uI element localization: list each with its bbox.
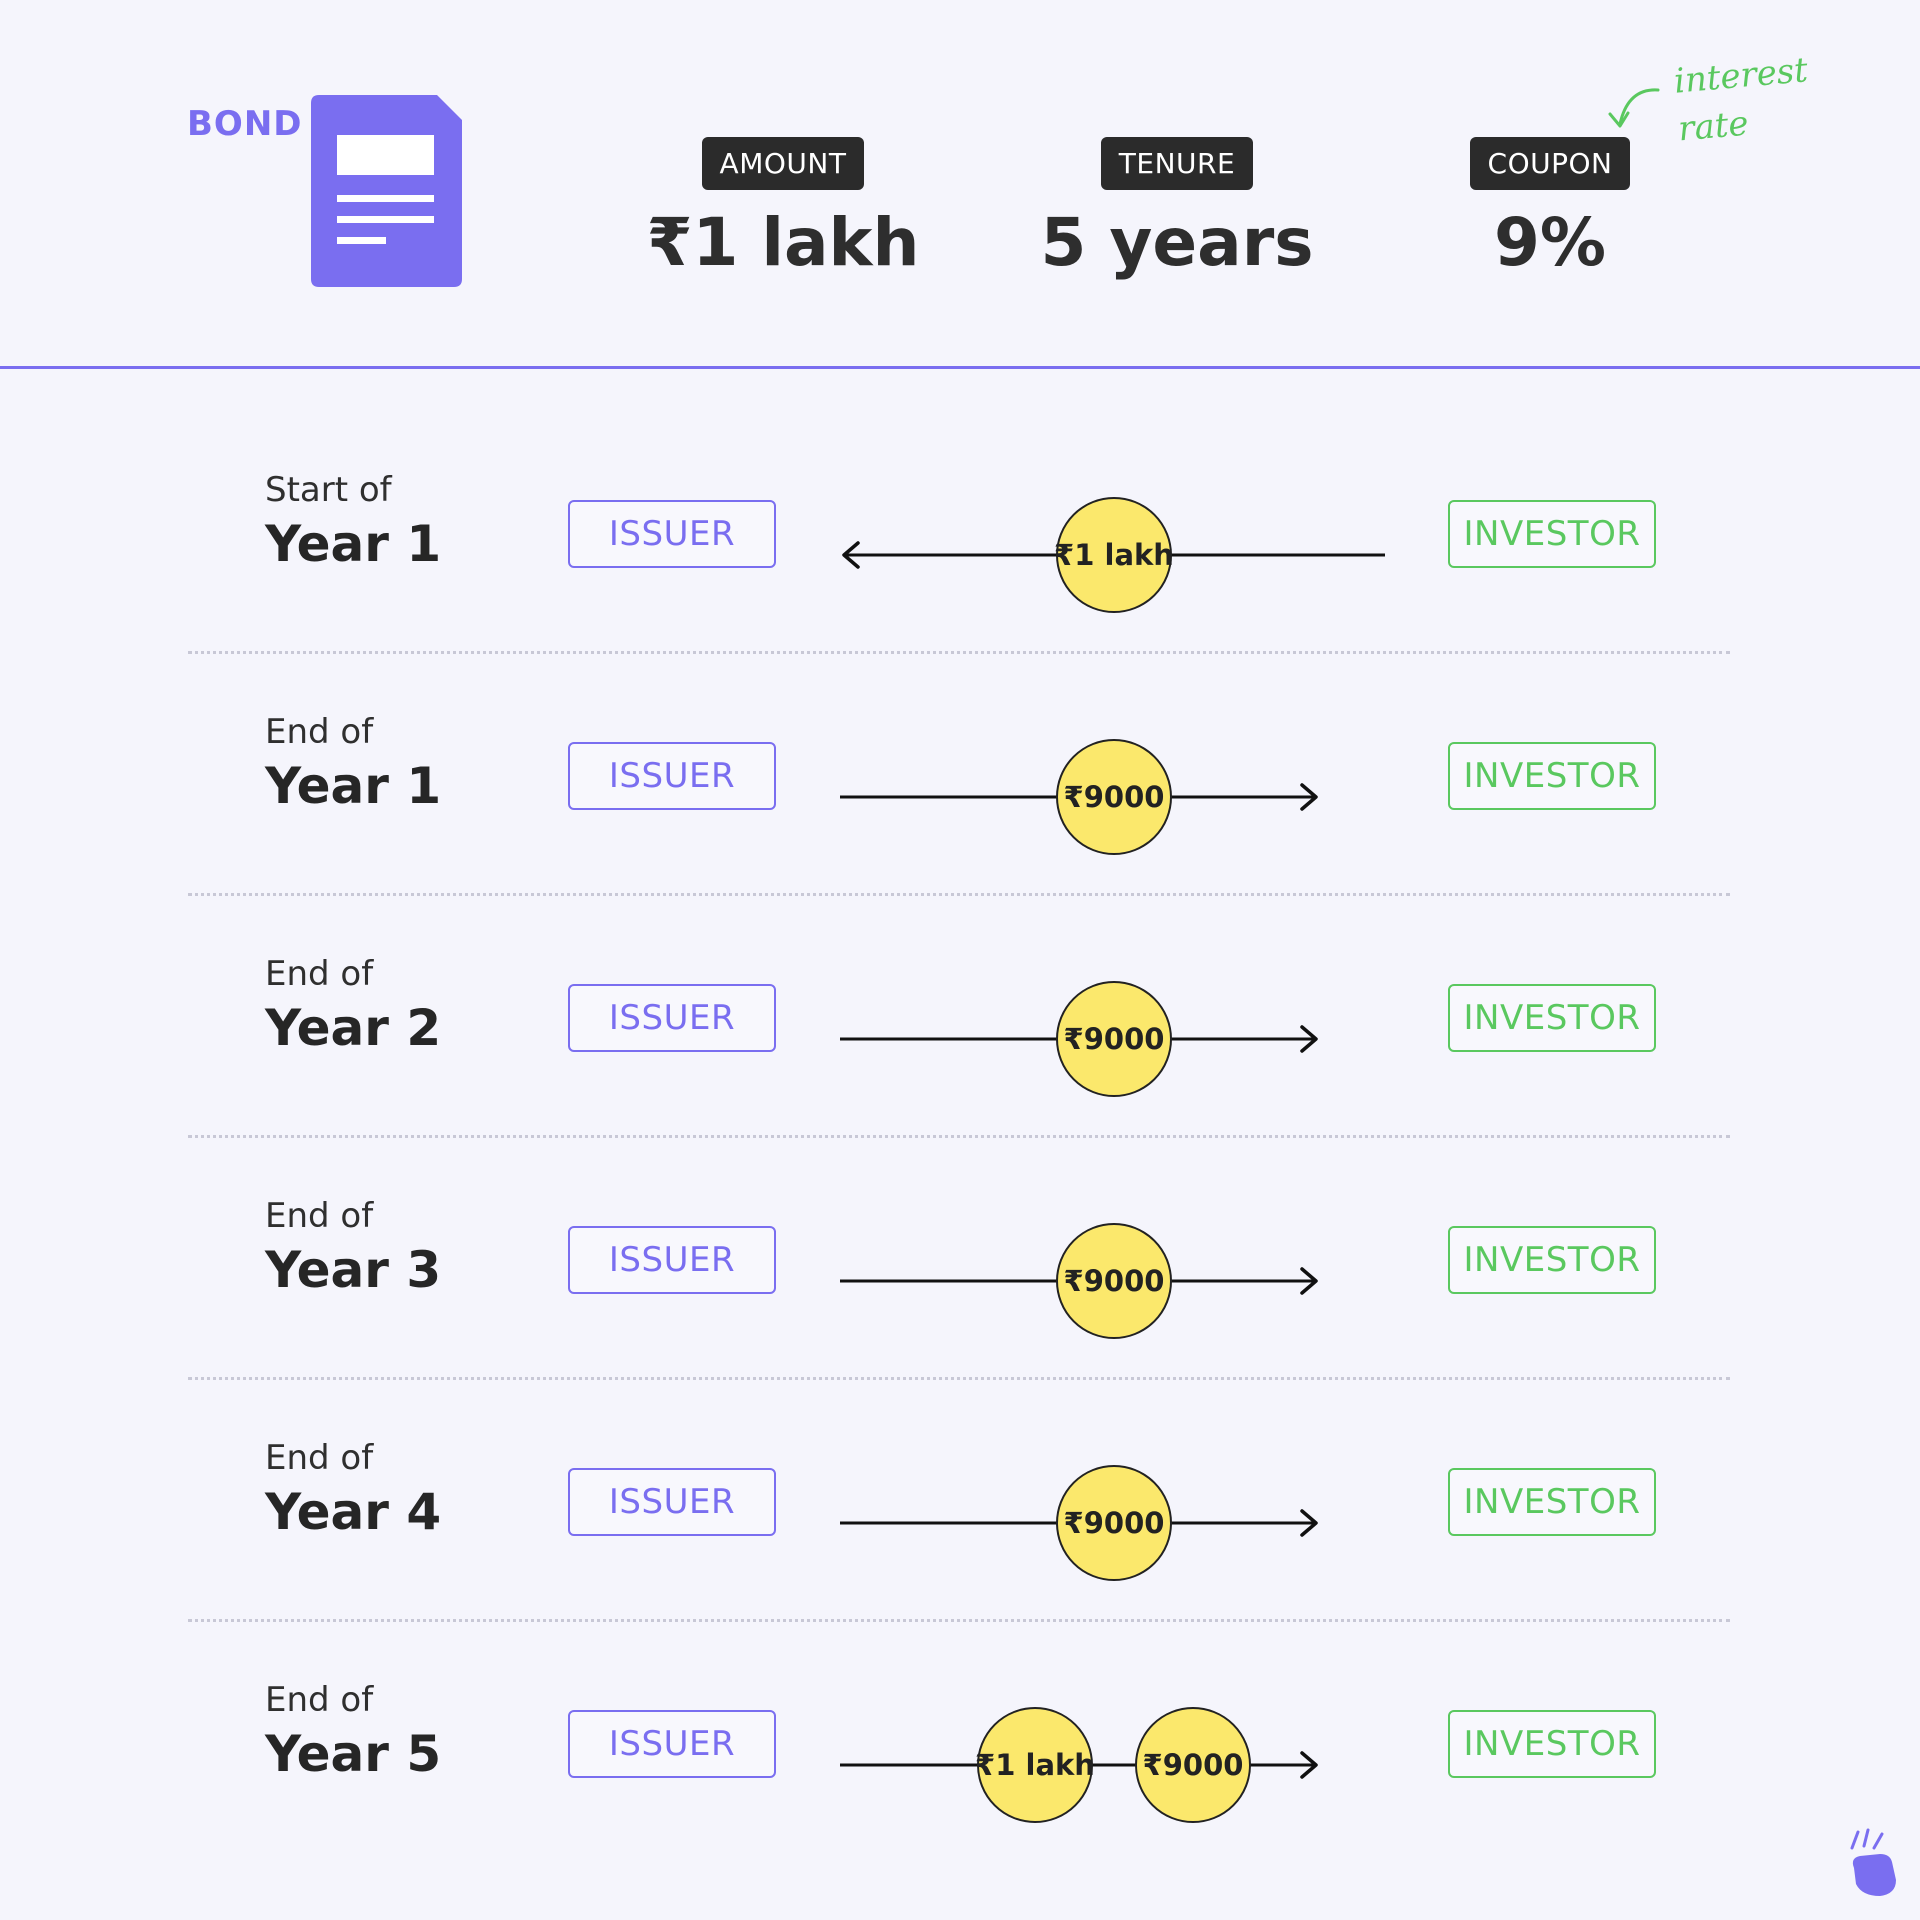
term-badge: COUPON bbox=[1469, 137, 1631, 190]
investor-box: INVESTOR bbox=[1448, 742, 1656, 810]
row-caption: Start of Year 1 bbox=[265, 470, 441, 576]
row-caption: End of Year 2 bbox=[265, 954, 441, 1060]
term-badge: AMOUNT bbox=[701, 137, 865, 190]
row-caption: End of Year 1 bbox=[265, 712, 441, 818]
row-year: Year 1 bbox=[265, 515, 442, 573]
arrow-head-icon bbox=[1300, 1025, 1318, 1053]
payment-coin: ₹9000 bbox=[1056, 981, 1172, 1097]
term-coupon: COUPON 9% bbox=[1400, 137, 1700, 281]
flow-row: Start of Year 1 ISSUER INVESTOR ₹1 lakh bbox=[0, 470, 1920, 670]
term-amount: AMOUNT ₹1 lakh bbox=[633, 137, 933, 281]
flow-row: End of Year 1 ISSUER INVESTOR ₹9000 bbox=[0, 712, 1920, 912]
row-year: Year 1 bbox=[265, 757, 442, 815]
row-prefix: End of bbox=[265, 954, 374, 994]
row-caption: End of Year 5 bbox=[265, 1680, 441, 1786]
payment-coin: ₹9000 bbox=[1056, 1223, 1172, 1339]
issuer-box: ISSUER bbox=[568, 984, 776, 1052]
flow-row: End of Year 3 ISSUER INVESTOR ₹9000 bbox=[0, 1196, 1920, 1396]
issuer-box: ISSUER bbox=[568, 1710, 776, 1778]
row-prefix: End of bbox=[265, 712, 374, 752]
flow-row: End of Year 4 ISSUER INVESTOR ₹9000 bbox=[0, 1438, 1920, 1638]
row-prefix: End of bbox=[265, 1438, 374, 1478]
flow-arrow bbox=[840, 1751, 1318, 1779]
payment-coin: ₹1 lakh bbox=[1054, 497, 1174, 613]
header-divider bbox=[0, 366, 1920, 369]
flow-row: End of Year 5 ISSUER INVESTOR ₹1 lakh ₹9000 bbox=[0, 1680, 1920, 1880]
coupon-note: interest rate bbox=[1672, 50, 1810, 150]
investor-box: INVESTOR bbox=[1448, 1710, 1656, 1778]
payment-coin: ₹9000 bbox=[1056, 739, 1172, 855]
row-prefix: End of bbox=[265, 1196, 374, 1236]
term-value: 9% bbox=[1493, 204, 1607, 281]
row-year: Year 3 bbox=[265, 1241, 442, 1299]
issuer-box: ISSUER bbox=[568, 1226, 776, 1294]
row-year: Year 2 bbox=[265, 999, 442, 1057]
bond-label: BOND bbox=[187, 104, 303, 144]
arrow-head-icon bbox=[842, 541, 860, 569]
arrow-head-icon bbox=[1300, 1267, 1318, 1295]
document-icon bbox=[311, 95, 462, 287]
investor-box: INVESTOR bbox=[1448, 984, 1656, 1052]
row-year: Year 4 bbox=[265, 1483, 442, 1541]
row-caption: End of Year 4 bbox=[265, 1438, 441, 1544]
payment-coin: ₹9000 bbox=[1056, 1465, 1172, 1581]
row-divider bbox=[188, 1377, 1730, 1380]
issuer-box: ISSUER bbox=[568, 500, 776, 568]
issuer-box: ISSUER bbox=[568, 742, 776, 810]
row-prefix: Start of bbox=[265, 470, 392, 510]
row-divider bbox=[188, 1619, 1730, 1622]
snap-hand-icon bbox=[1850, 1828, 1896, 1896]
row-caption: End of Year 3 bbox=[265, 1196, 441, 1302]
issuer-box: ISSUER bbox=[568, 1468, 776, 1536]
payment-coin: ₹1 lakh bbox=[975, 1707, 1095, 1823]
arrow-head-icon bbox=[1300, 1751, 1318, 1779]
row-divider bbox=[188, 651, 1730, 654]
arrow-head-icon bbox=[1300, 1509, 1318, 1537]
investor-box: INVESTOR bbox=[1448, 1468, 1656, 1536]
payment-coin: ₹9000 bbox=[1135, 1707, 1251, 1823]
row-prefix: End of bbox=[265, 1680, 374, 1720]
curved-arrow-icon bbox=[1608, 88, 1660, 128]
row-divider bbox=[188, 893, 1730, 896]
investor-box: INVESTOR bbox=[1448, 1226, 1656, 1294]
row-year: Year 5 bbox=[265, 1725, 442, 1783]
term-tenure: TENURE 5 years bbox=[1027, 137, 1327, 281]
arrow-head-icon bbox=[1300, 783, 1318, 811]
row-divider bbox=[188, 1135, 1730, 1138]
term-value: ₹1 lakh bbox=[646, 204, 920, 281]
flow-row: End of Year 2 ISSUER INVESTOR ₹9000 bbox=[0, 954, 1920, 1154]
investor-box: INVESTOR bbox=[1448, 500, 1656, 568]
term-badge: TENURE bbox=[1100, 137, 1254, 190]
term-value: 5 years bbox=[1040, 204, 1314, 281]
